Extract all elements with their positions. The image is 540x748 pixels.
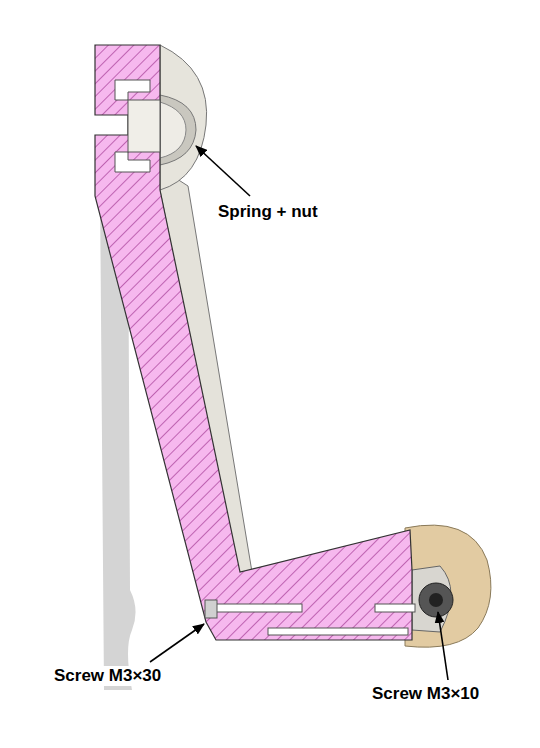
screw-hole [375, 604, 415, 612]
section-body [95, 45, 412, 640]
boss [160, 45, 207, 190]
end-cap [405, 525, 491, 647]
slot [268, 628, 408, 635]
leader-arrow [150, 624, 204, 662]
head-bore [128, 100, 160, 152]
part-label: Screw M3×10 [370, 684, 481, 704]
screw-hole [212, 604, 302, 612]
leader-arrow [196, 146, 250, 196]
spring-nut [160, 95, 196, 165]
screw-head [419, 583, 453, 617]
part-label: Screw M3×30 [52, 666, 163, 686]
part-label: Spring + nut [216, 202, 320, 222]
bore [160, 102, 186, 158]
head-slot [115, 152, 150, 172]
screw-head [429, 593, 443, 607]
head-slot [115, 80, 150, 100]
leader-arrow [438, 612, 448, 680]
screw-head [205, 600, 217, 618]
